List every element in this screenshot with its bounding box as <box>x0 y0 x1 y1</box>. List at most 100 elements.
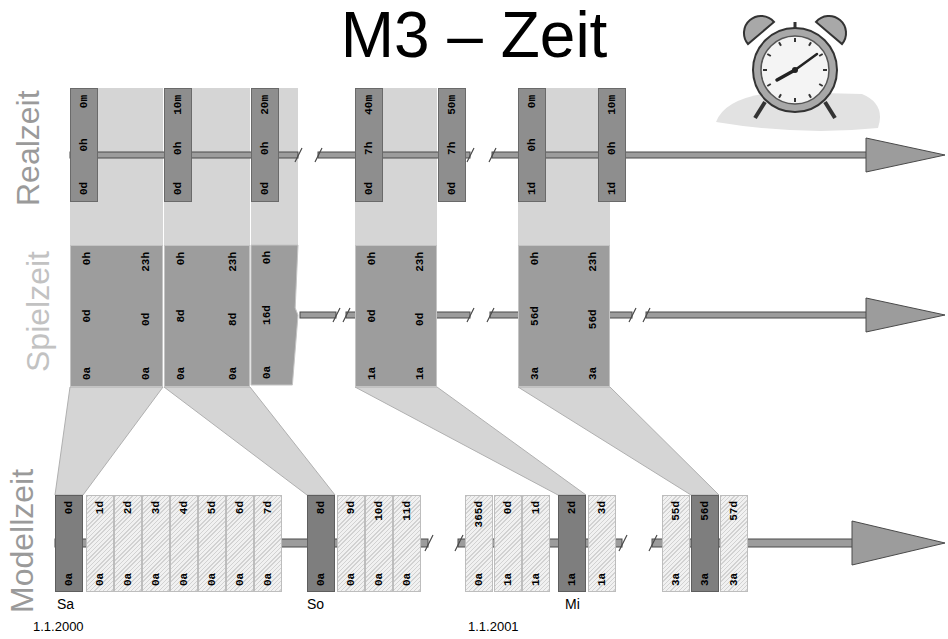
label-holder: Sa <box>57 595 74 613</box>
mapping-band <box>355 88 437 245</box>
text-column: 0a 8d 23h <box>227 252 239 380</box>
gametime-box-cut: 0a 16d 0h <box>251 245 298 385</box>
text-column: 0a 16d 0h <box>261 251 273 379</box>
time-value: 0a 0d 23h <box>140 252 152 380</box>
modeltime-box: 3a 55d <box>662 495 690 592</box>
gametime-box: 1a 0d 0h 1a 0d 23h <box>355 245 437 387</box>
label-holder: Realzeit <box>10 88 47 206</box>
time-value: 0d 7h 50m <box>446 95 458 195</box>
time-value: 3a 55d <box>670 501 682 586</box>
gametime-box: 0a 0d 0h 0a 0d 23h <box>70 245 163 387</box>
modeltime-box: 0a 8d <box>307 495 335 592</box>
modeltime-box: 1a 2d <box>558 495 586 592</box>
modeltime-box: 0a 5d <box>198 495 226 592</box>
date-label: 1.1.2000 <box>33 619 84 634</box>
label-holder: Mi <box>565 595 580 613</box>
realtime-box: 1d 0h 0m <box>518 88 546 202</box>
mapping-band <box>164 387 335 495</box>
time-value: 0d 0h 10m <box>172 95 184 195</box>
time-value: 0a 365d <box>473 501 485 586</box>
axis-name: Realzeit <box>10 88 47 206</box>
realtime-box: 0d 0h 0m <box>70 88 98 202</box>
mapping-band <box>518 387 719 495</box>
text-column: 3a 56d <box>699 501 711 586</box>
label-holder: 1.1.2000 <box>33 617 84 635</box>
axis-name: Modellzeit <box>4 466 41 613</box>
weekday-label: Mi <box>565 596 580 612</box>
realtime-box: 0d 0h 10m <box>164 88 192 202</box>
text-column: 0a 2d <box>122 501 134 586</box>
time-value: 0d 0h 20m <box>259 95 271 195</box>
text-column: 0a 7d <box>262 501 274 586</box>
gametime-box: 3a 56d 0h 3a 56d 23h <box>518 245 610 387</box>
time-value: 0a 4d <box>178 501 190 586</box>
time-value: 0a 3d <box>150 501 162 586</box>
weekday-label: Sa <box>57 596 74 612</box>
time-value: 0a 2d <box>122 501 134 586</box>
time-value: 0a 0d <box>63 501 75 586</box>
text-column: 3a 56d 23h <box>587 252 599 380</box>
realtime-box: 0d 7h 40m <box>355 88 383 202</box>
text-column: 1d 0h 10m <box>606 95 618 195</box>
time-value: 3a 57d <box>728 501 740 586</box>
time-value: 0a 9d <box>345 501 357 586</box>
text-column: 1a 3d <box>596 501 608 586</box>
modeltime-box: 1a 0d <box>494 495 522 592</box>
text-column: 0a 5d <box>206 501 218 586</box>
time-value: 0a 6d <box>234 501 246 586</box>
realtime-axis <box>70 138 945 172</box>
text-column: 1a 0d 23h <box>414 252 426 380</box>
diagram-title: M3 – Zeit <box>341 0 608 70</box>
text-column: 0d 0h 10m <box>172 95 184 195</box>
text-column: 1a 1d <box>530 501 542 586</box>
modeltime-box: 0a 7d <box>254 495 282 592</box>
text-column: 0d 7h 50m <box>446 95 458 195</box>
time-value: 1d 0h 0m <box>526 95 538 195</box>
date-label: 1.1.2001 <box>468 619 519 634</box>
text-column: 0d 0h 0m <box>78 95 90 195</box>
time-value: 0a 8d 23h <box>227 252 239 380</box>
axis-name: Spielzeit <box>20 249 57 372</box>
text-column: 0a 3d <box>150 501 162 586</box>
text-column: 0a 1d <box>94 501 106 586</box>
modeltime-box: 0a 9d <box>337 495 365 592</box>
text-column: 1d 0h 0m <box>526 95 538 195</box>
time-value: 1a 0d 23h <box>414 252 426 380</box>
time-value: 0a 1d <box>94 501 106 586</box>
text-column: 0a 8d 0h <box>175 252 187 380</box>
time-value: 3a 56d 23h <box>587 252 599 380</box>
mapping-band <box>251 88 298 245</box>
time-value: 0a 10d <box>373 501 385 586</box>
cut-box-outline <box>251 245 298 385</box>
text-column: 0a 0d 23h <box>140 252 152 380</box>
text-column: 3a 56d 0h <box>529 252 541 380</box>
text-column: 0a 4d <box>178 501 190 586</box>
modeltime-box: 0a 365d <box>465 495 493 592</box>
mapping-band <box>55 387 163 495</box>
realtime-box: 0d 0h 20m <box>251 88 279 202</box>
modeltime-box: 0a 0d <box>55 495 83 592</box>
label-holder: So <box>307 595 324 613</box>
text-column: 3a 57d <box>728 501 740 586</box>
time-value: 1a 2d <box>566 501 578 586</box>
text-column: 0d 7h 40m <box>363 95 375 195</box>
time-value: 0d 7h 40m <box>363 95 375 195</box>
text-column: 0a 0d <box>63 501 75 586</box>
modeltime-box: 1a 3d <box>588 495 616 592</box>
modeltime-box: 0a 2d <box>114 495 142 592</box>
time-value: 0a 5d <box>206 501 218 586</box>
mapping-band <box>164 88 250 245</box>
time-value: 0a 8d 0h <box>175 252 187 380</box>
text-column: 0a 8d <box>315 501 327 586</box>
text-column: 0a 0d 0h <box>81 252 93 380</box>
label-holder: 1.1.2001 <box>468 617 519 635</box>
modeltime-box: 0a 11d <box>393 495 421 592</box>
text-column: 3a 55d <box>670 501 682 586</box>
text-column: 1a 0d 0h <box>366 252 378 380</box>
text-column: 1a 0d <box>502 501 514 586</box>
modeltime-box: 3a 57d <box>720 495 748 592</box>
weekday-label: So <box>307 596 324 612</box>
modeltime-box: 0a 4d <box>170 495 198 592</box>
time-value: 1a 3d <box>596 501 608 586</box>
text-column: 1a 2d <box>566 501 578 586</box>
